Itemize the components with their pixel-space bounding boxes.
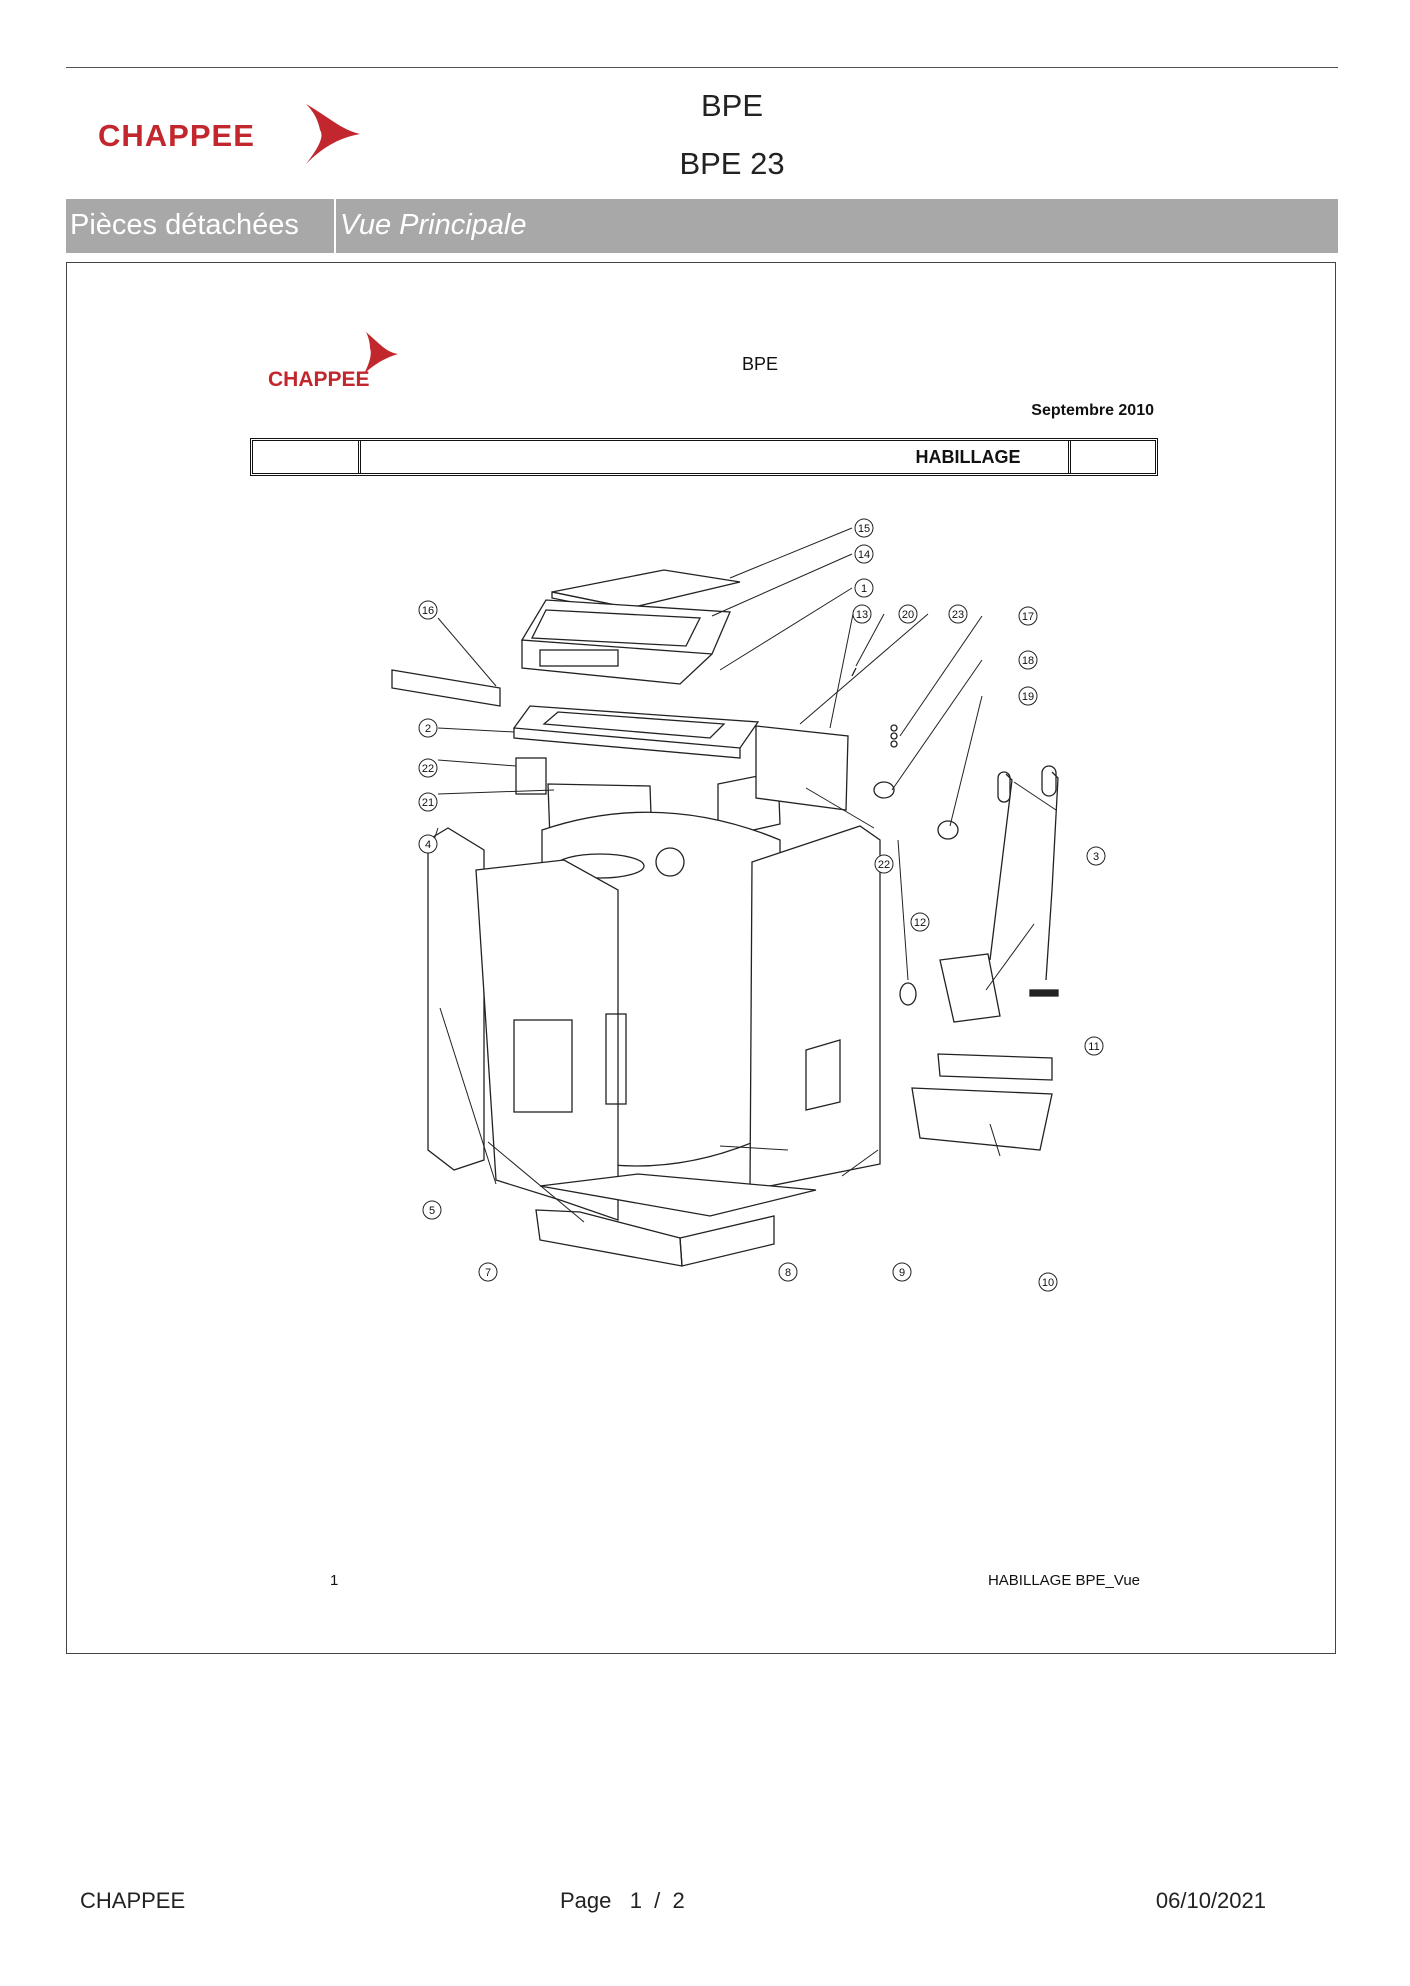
callout-label: 3 xyxy=(1093,851,1099,863)
exploded-view-diagram: 15 14 1 13 20 23 17 16 18 2 19 22 21 4 3… xyxy=(391,518,1106,1292)
callout-label: 22 xyxy=(422,763,434,775)
callout-label: 8 xyxy=(785,1267,791,1279)
table-divider xyxy=(358,441,361,473)
callout-label: 9 xyxy=(899,1267,905,1279)
table-divider xyxy=(1068,441,1071,473)
callout-label: 23 xyxy=(952,609,964,621)
callout-label: 7 xyxy=(485,1267,491,1279)
callout-label: 10 xyxy=(1042,1277,1054,1289)
section-header-table: HABILLAGE xyxy=(250,438,1158,476)
document-title: BPE xyxy=(700,88,764,123)
document-subtitle: BPE 23 xyxy=(679,146,785,181)
chappee-logo: CHAPPEE xyxy=(98,104,360,164)
callout-label: 13 xyxy=(856,609,868,621)
sheet-title: BPE xyxy=(741,354,779,374)
callout-label: 2 xyxy=(425,723,431,735)
footer-date: 06/10/2021 xyxy=(1155,1888,1266,1913)
callout-label: 21 xyxy=(422,797,434,809)
tab-main-view[interactable]: Vue Principale xyxy=(340,209,527,241)
svg-text:CHAPPEE: CHAPPEE xyxy=(268,368,370,391)
svg-text:CHAPPEE: CHAPPEE xyxy=(98,118,255,153)
callout-label: 19 xyxy=(1022,691,1034,703)
callout-label: 18 xyxy=(1022,655,1034,667)
callout-label: 16 xyxy=(422,605,434,617)
tab-divider xyxy=(334,199,336,253)
tab-spare-parts[interactable]: Pièces détachées xyxy=(70,209,299,241)
parts-sheet-frame xyxy=(66,262,1336,1654)
sheet-date: Septembre 2010 xyxy=(1031,402,1154,419)
callout-label: 15 xyxy=(858,523,870,535)
callout-label: 1 xyxy=(861,583,867,595)
sheet-reference: HABILLAGE BPE_Vue xyxy=(987,1572,1140,1589)
callout-label: 17 xyxy=(1022,611,1034,623)
section-title: HABILLAGE xyxy=(915,447,1021,467)
callout-label: 20 xyxy=(902,609,914,621)
sheet-chappee-logo: CHAPPEE xyxy=(268,332,398,391)
sheet-page-number: 1 xyxy=(330,1572,339,1589)
footer-brand: CHAPPEE xyxy=(80,1888,186,1913)
header-rule xyxy=(66,67,1338,68)
tab-bar: Pièces détachées Vue Principale xyxy=(66,199,1338,253)
callout-label: 11 xyxy=(1088,1041,1099,1053)
callout-label: 5 xyxy=(429,1205,435,1217)
callout-label: 22 xyxy=(878,859,890,871)
callout-label: 14 xyxy=(858,549,870,561)
footer-page-indicator: Page 1 / 2 xyxy=(560,1888,685,1913)
callout-label: 4 xyxy=(425,839,431,851)
callout-label: 12 xyxy=(914,917,926,929)
